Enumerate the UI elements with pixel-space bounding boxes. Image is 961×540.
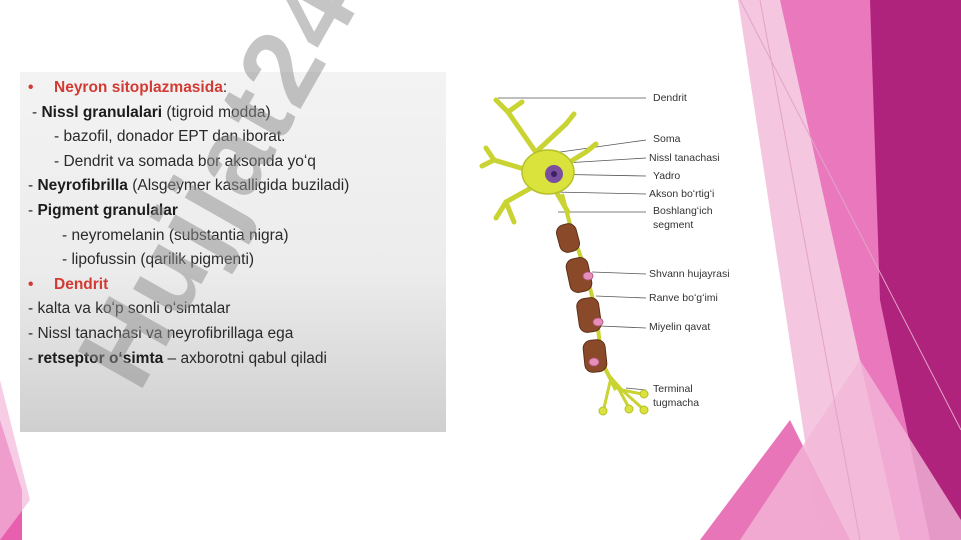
schwann-nucleus — [582, 271, 594, 281]
line-lipofussin: - lipofussin (qarilik pigmenti) — [62, 251, 255, 269]
label-boshlangich: Boshlangʻich — [653, 205, 713, 217]
line-nissl-tanachasi: - Nissl tanachasi va neyrofibrillaga ega — [28, 324, 294, 342]
dendrite-branch — [533, 111, 577, 155]
neuron-diagram — [479, 97, 649, 416]
leader-akson — [553, 191, 647, 195]
terminal-branch — [620, 388, 644, 410]
label-akson: Akson boʻrtigʻi — [649, 188, 715, 200]
myelin-segment — [556, 223, 580, 253]
heading-neyron-sitoplazmasida: •Neyron sitoplazmasida: — [28, 76, 448, 101]
terminal-branch — [602, 380, 612, 410]
leader-miyelin — [599, 325, 647, 329]
terminal-branch — [614, 382, 630, 408]
label-terminal: Terminal — [653, 383, 693, 395]
heading-dendrit: •Dendrit — [28, 273, 448, 298]
leader-terminal — [625, 387, 647, 391]
dendrite-branch — [503, 199, 517, 225]
terminal-button — [598, 406, 608, 416]
nucleolus-shape — [551, 171, 557, 177]
label-tugmacha: tugmacha — [653, 397, 700, 409]
cytoplasm-text-block: •Neyron sitoplazmasida: - Nissl granulal… — [28, 76, 448, 371]
terminal-button — [639, 389, 649, 399]
line-neyrofibrilla: - Neyrofibrilla (Alsgeymer kasalligida b… — [28, 177, 350, 195]
label-ranve: Ranve boʻgʻimi — [649, 292, 718, 304]
leader-shvann — [591, 271, 647, 275]
label-miyelin: Miyelin qavat — [649, 321, 711, 333]
bullet-glyph: • — [28, 79, 34, 96]
leader-ranve — [595, 295, 647, 299]
label-soma: Soma — [653, 133, 681, 145]
schwann-nucleus — [592, 317, 604, 327]
terminal-button — [639, 405, 649, 415]
theme-magenta-band — [870, 0, 961, 540]
label-nissl-tanachasi: Nissl tanachasi — [649, 152, 720, 164]
theme-light-lower — [740, 360, 961, 540]
theme-left-light-shape — [0, 380, 30, 540]
terminal-button — [624, 404, 634, 414]
text-panel-background — [20, 72, 446, 432]
line-retseptor: - retseptor oʻsimta – axborotni qabul qi… — [28, 349, 327, 367]
line-pigment-granulalar: - Pigment granulalar — [28, 201, 178, 219]
label-segment: segment — [653, 219, 694, 231]
line-kalta: - kalta va koʻp sonli oʻsimtalar — [28, 300, 231, 318]
line-dendrit-somada: - Dendrit va somada bor aksonda yoʻq — [54, 152, 316, 170]
line-nissl-granulalari: - Nissl granulalari (tigroid modda) — [32, 103, 271, 121]
dendrite-branch — [483, 145, 497, 163]
myelin-segment — [582, 339, 608, 373]
schwann-nucleus — [588, 357, 600, 367]
line-bazofil: - bazofil, donador EPT dan iborat. — [54, 128, 286, 146]
line-neyromelanin: - neyromelanin (substantia nigra) — [62, 226, 289, 244]
myelin-segment — [576, 297, 602, 333]
bullet-glyph: • — [28, 275, 34, 293]
theme-thin-line — [759, 0, 861, 540]
label-shvann: Shvann hujayrasi — [649, 268, 730, 280]
label-dendrit: Dendrit — [653, 92, 687, 104]
label-yadro: Yadro — [653, 170, 681, 182]
content-card: •Neyron sitoplazmasida: - Nissl granulal… — [20, 72, 744, 432]
dendrite-branch — [505, 99, 525, 115]
theme-thin-line — [739, 0, 961, 431]
